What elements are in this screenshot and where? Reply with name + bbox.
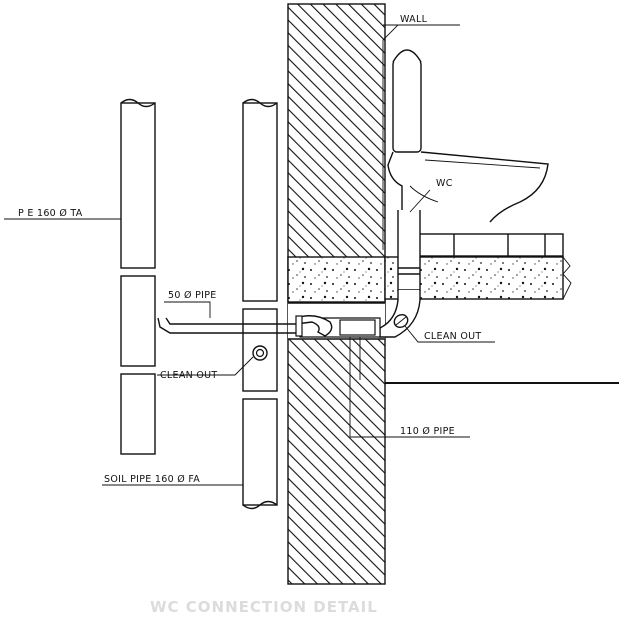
label-pipe-110: 110 Ø PIPE: [400, 426, 455, 437]
pe-pipe-160-ta: [120, 98, 156, 455]
floor-tiles: [417, 233, 564, 257]
wc-outlet-pipe-110: [379, 210, 421, 338]
label-wc: WC: [436, 178, 453, 189]
label-pipe-50: 50 Ø PIPE: [168, 290, 217, 301]
wc-toilet: [387, 49, 549, 223]
clean-out-left: [252, 345, 268, 361]
label-wall: WALL: [400, 14, 428, 25]
soil-pipe-160-fa: [242, 98, 278, 510]
label-clean-out-left: CLEAN OUT: [160, 370, 218, 381]
label-pe-pipe: P E 160 Ø TA: [18, 208, 83, 219]
label-soil-pipe: SOIL PIPE 160 Ø FA: [104, 474, 200, 485]
label-clean-out-right: CLEAN OUT: [424, 331, 482, 342]
leader-lines: [4, 24, 495, 486]
pipe-50: [157, 315, 333, 337]
drawing-title: WC CONNECTION DETAIL: [150, 598, 378, 616]
clean-out-right: [393, 313, 409, 329]
floor-slab: [287, 256, 572, 303]
